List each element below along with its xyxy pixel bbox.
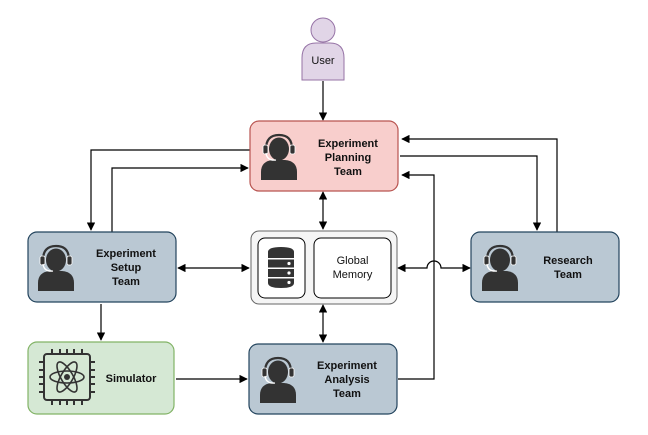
planning-label-line1: Experiment [318,138,378,150]
chip-atom-icon [39,349,95,405]
global-memory-label: Global Memory [314,254,391,282]
setup-label-line2: Setup [110,262,142,274]
node-simulator [27,341,175,415]
node-setup-team [27,231,177,303]
edge-analysis-planning [398,170,435,380]
analysis-label-line3: Team [333,388,361,400]
analysis-label-line2: Analysis [324,374,370,386]
memory-label-line1: Global [336,255,369,267]
user-label: User [302,54,344,68]
planning-label-line3: Team [334,166,362,178]
memory-text-box [313,237,392,299]
simulator-box [27,341,175,415]
node-global-memory [250,230,398,305]
node-analysis-team [248,343,398,415]
user-label-text: User [311,55,335,67]
node-user [301,17,345,81]
edge-planning-research [400,155,542,231]
setup-team-label: Experiment Setup Team [80,247,172,289]
planning-team-label: Experiment Planning Team [302,137,394,179]
user-body-shape [301,42,345,81]
research-team-label: Research Team [522,254,614,282]
connectors [86,81,558,384]
planning-label-line2: Planning [324,152,372,164]
edge-research-planning [401,134,558,232]
setup-label-line1: Experiment [96,248,156,260]
analysis-label-line1: Experiment [317,360,377,372]
research-label-line2: Team [554,269,582,281]
setup-label-line3: Team [112,276,140,288]
simulator-label: Simulator [96,372,166,386]
memory-label-line2: Memory [332,269,373,281]
database-icon [268,247,294,288]
edge-planning-setup [86,149,250,231]
node-planning-team [249,120,399,192]
research-label-line1: Research [543,255,593,267]
edge-setup-planning [111,163,249,232]
simulator-label-text: Simulator [105,373,157,385]
node-research-team [470,231,620,303]
memory-db-box [257,237,306,299]
user-head-shape [310,17,336,43]
analysis-team-label: Experiment Analysis Team [301,359,393,401]
